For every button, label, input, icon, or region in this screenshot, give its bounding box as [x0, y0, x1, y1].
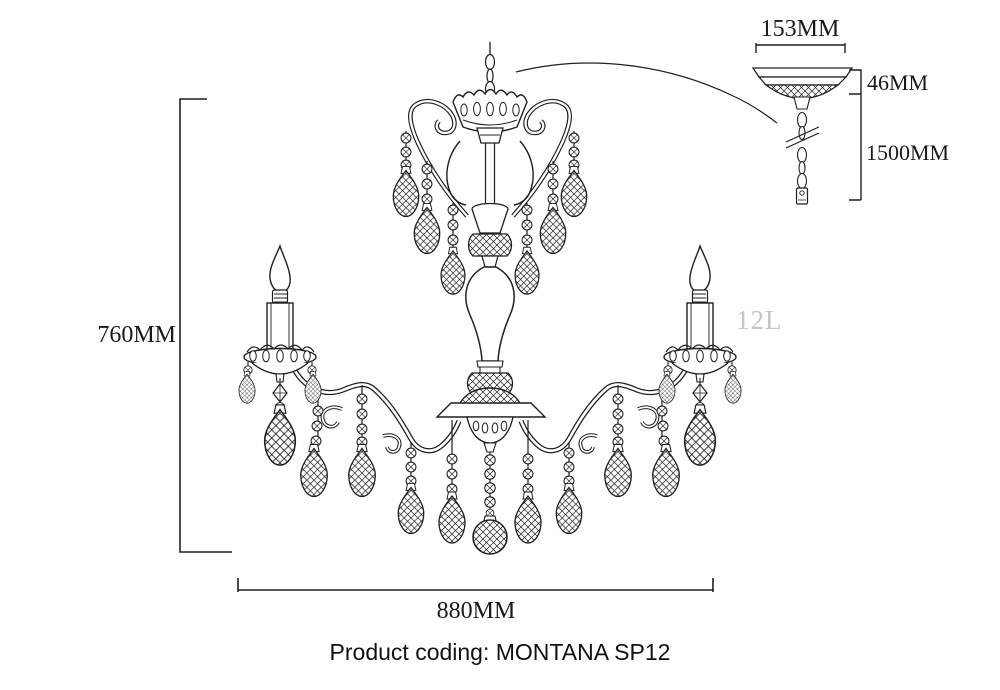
width-dimension: 880MM	[237, 578, 714, 624]
lamp-count-watermark: 12L	[736, 305, 783, 335]
canopy-width-dimension: 153MM	[755, 16, 846, 53]
chandelier-drawing	[239, 42, 741, 555]
product-coding-label: Product coding: MONTANA SP12	[330, 639, 671, 665]
chain-length-label: 1500MM	[866, 140, 949, 165]
canopy-height-label: 46MM	[867, 70, 928, 95]
canopy-detail: 153MM 46MM 1500MM	[751, 16, 949, 205]
height-label: 760MM	[97, 322, 176, 348]
right-arm-assembly	[513, 101, 741, 543]
width-label: 880MM	[437, 598, 516, 624]
canopy-width-label: 153MM	[761, 16, 840, 42]
canopy-height-dimension: 46MM 1500MM	[849, 69, 949, 201]
canopy-drawing	[751, 67, 854, 205]
left-arm-assembly	[239, 101, 467, 543]
leader-line	[515, 62, 778, 124]
height-dimension: 760MM	[97, 98, 232, 553]
center-column	[435, 42, 547, 555]
